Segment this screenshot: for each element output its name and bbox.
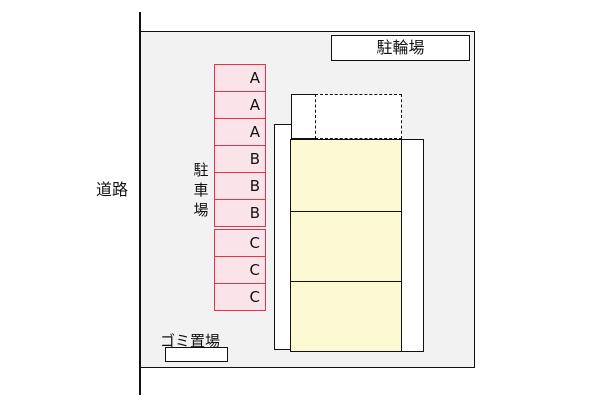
building-right-wing (401, 139, 424, 352)
parking-stall: B (214, 199, 266, 227)
parking-stall: A (214, 64, 266, 92)
parking-label-char: 場 (193, 201, 209, 219)
building-balcony-dashed (315, 94, 402, 139)
parking-stall: C (214, 283, 266, 311)
parking-stall: C (214, 256, 266, 284)
parking-label: 駐 車 場 (191, 160, 211, 220)
parking-label-char: 駐 (193, 161, 209, 179)
building-unit (290, 211, 402, 282)
garbage-area (165, 347, 228, 362)
parking-stall: B (214, 172, 266, 200)
road-label: 道路 (96, 180, 129, 199)
parking-stall: A (214, 91, 266, 119)
parking-stall: C (214, 229, 266, 257)
parking-label-char: 車 (193, 181, 209, 199)
bicycle-parking: 駐輪場 (331, 35, 470, 61)
parking-stall: A (214, 118, 266, 146)
building-unit (290, 281, 402, 352)
garbage-label: ゴミ置場 (160, 332, 221, 350)
building-unit (290, 139, 402, 212)
parking-stall: B (214, 145, 266, 173)
building-upper-block (291, 94, 316, 139)
